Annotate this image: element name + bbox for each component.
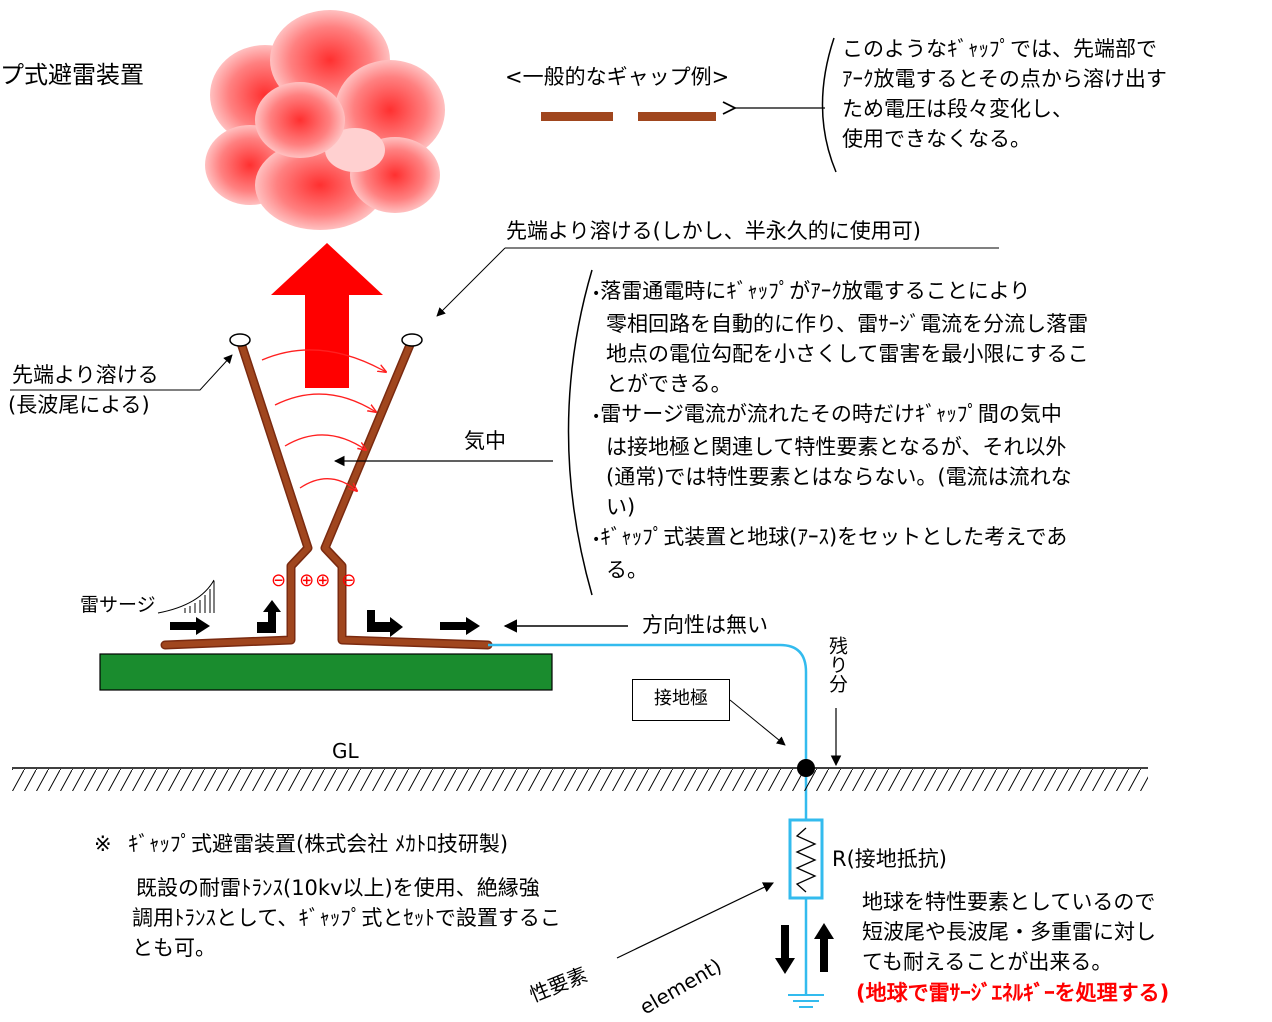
remainder-label: 残り分 [826,636,848,693]
gap-example-label: <一般的なギャップ例> [505,65,730,89]
junction-dot [797,759,815,777]
right-tip-icon [401,333,423,347]
page-title: プ式避雷装置 [0,61,144,89]
ground-hatch [12,769,1148,791]
earth-electrode-leader [729,699,786,746]
surge-direction-arrows [170,600,480,637]
charge-negative-icon: ⊖ [341,570,358,591]
charge-negative-icon: ⊖ [271,570,288,591]
footnote-heading: ｷﾞｬｯﾌﾟ式避雷装置(株式会社 ﾒｶﾄﾛ技研製) [128,832,509,856]
footnote-mark: ※ [94,832,112,856]
ground-symbol-icon [788,994,824,1008]
bullet-list: •落雷通電時にｷﾞｬｯﾌﾟがｱｰｸ放電することにより 零相回路を自動的に作り、雷… [592,276,1192,585]
green-base-board [99,653,553,691]
bullet-item: •雷サージ電流が流れたその時だけｷﾞｬｯﾌﾟ間の気中 は接地極と関連して特性要素… [592,402,1072,519]
arc-discharge-arrows [261,349,386,491]
tip-melt-leader [436,247,506,317]
earth-note-highlight: (地球で雷ｻｰｼﾞｴﾈﾙｷﾞｰを処理する) [856,981,1170,1005]
thundercloud-icon [205,10,445,230]
charge-positive-icon: ⊕ [299,570,316,591]
gap-bar-right [638,112,716,121]
earth-note: 地球を特性要素としているので 短波尾や長波尾・多重雷に対し ても耐えることが出来… [862,890,1156,974]
gap-bar-left [541,112,613,121]
left-melt-leader [10,354,233,391]
left-tip-icon [229,333,251,347]
bullet-brace [567,269,593,596]
no-direction-label: 方向性は無い [642,613,768,637]
tip-melt-top-note: 先端より溶ける(しかし、半永久的に使用可) [506,219,921,243]
surge-waveform-icon [157,579,215,614]
gap-example-note: このようなｷﾞｬｯﾌﾟでは、先端部で ｱｰｸ放電するとその点から溶け出す ため電… [842,37,1167,151]
footnote-body: 既設の耐雷ﾄﾗﾝｽ(10kv以上)を使用、絶縁強 調用ﾄﾗﾝｽとして、ｷﾞｬｯﾌ… [132,876,561,960]
earth-resistor [788,818,824,900]
ground-wire [488,643,808,820]
bullet-item: •落雷通電時にｷﾞｬｯﾌﾟがｱｰｸ放電することにより 零相回路を自動的に作り、雷… [592,279,1089,396]
bidirectional-arrows [775,923,834,974]
earth-electrode-label: 接地極 [632,679,730,721]
tip-melt-left-note: 先端より溶ける (長波尾による) [8,363,159,417]
charge-symbols: ⊖ ⊕⊕ ⊖ [271,566,357,596]
upward-red-arrow [271,243,383,388]
gl-label: GL [332,739,359,763]
footnote-leader [616,882,774,959]
air-label: 気中 [464,429,506,453]
surge-label: 雷サージ [80,594,156,616]
charge-positive-icon: ⊕ [315,570,332,591]
gap-note-brace [821,37,837,173]
resistor-label: R(接地抵抗) [832,847,947,871]
bullet-item: •ｷﾞｬｯﾌﾟ式装置と地球(ｱｰｽ)をセットとした考えであ る。 [592,525,1068,582]
